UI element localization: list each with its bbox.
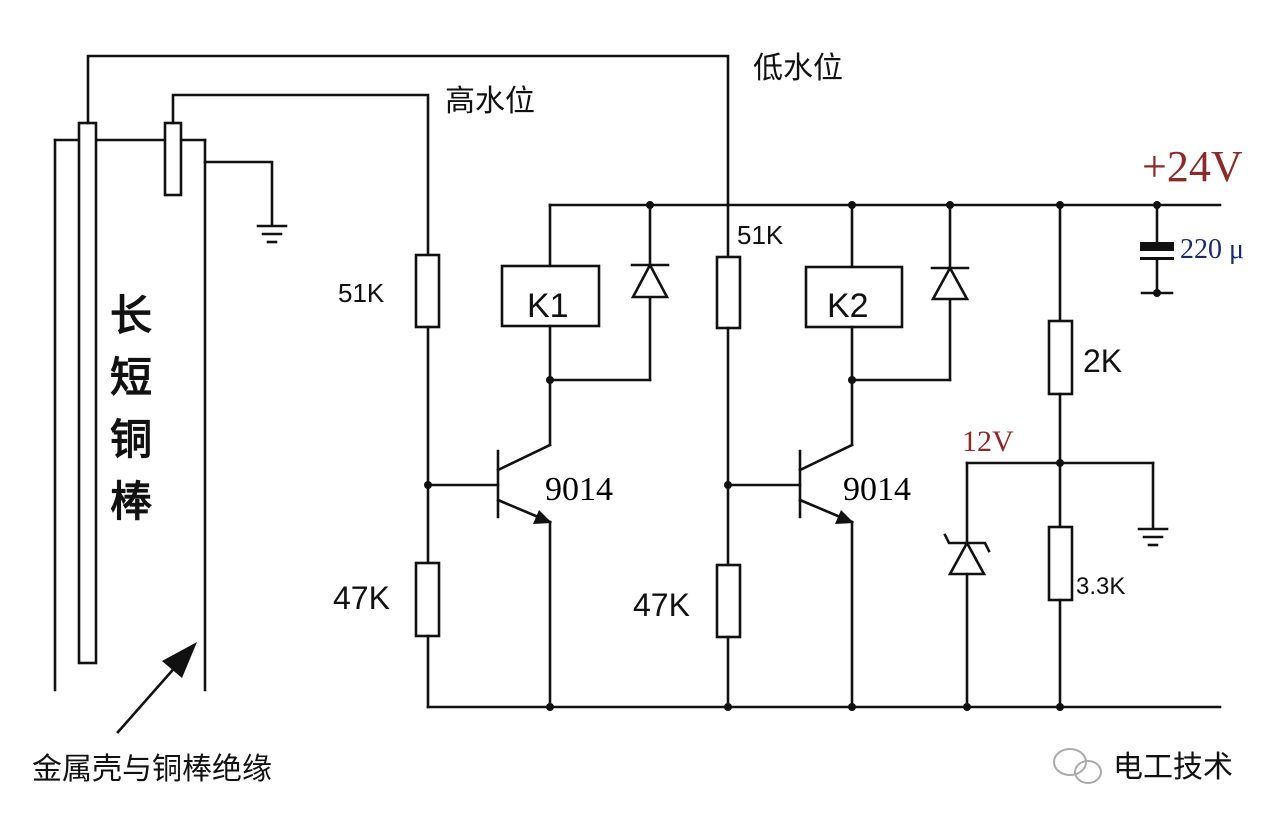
junction-dot — [1153, 289, 1161, 297]
probe-assembly — [53, 121, 288, 734]
short-copper-rod — [163, 121, 183, 197]
supply-voltage-label: +24V — [1142, 142, 1243, 191]
resistor-51k-1 — [414, 253, 441, 329]
junction-dot — [848, 376, 856, 384]
transistor-2-label: 9014 — [843, 471, 911, 508]
resistor-51k-1-label: 51K — [338, 278, 385, 308]
junction-dot — [546, 703, 554, 711]
resistor-2k-label: 2K — [1083, 343, 1122, 379]
capacitor-label: 220 μ — [1180, 234, 1244, 265]
regulator-ground-icon — [1137, 527, 1169, 547]
resistor-51k-2 — [715, 255, 742, 330]
rods-label-1: 长 — [110, 291, 152, 340]
transistor-9014-2-icon — [798, 443, 854, 709]
flyback-diode-2-icon — [930, 265, 970, 301]
shell-ground-wire — [203, 160, 274, 227]
stage-2 — [715, 201, 970, 711]
stage-1 — [414, 201, 670, 711]
transistor-9014-1-icon — [496, 443, 552, 709]
resistor-47k-1-label: 47K — [333, 580, 390, 616]
resistor-47k-1 — [414, 561, 441, 638]
junction-dot — [724, 481, 732, 489]
regulator — [943, 201, 1174, 711]
low-level-wire — [86, 54, 730, 207]
shell-ground-icon — [256, 224, 288, 244]
relay-k1-label: K1 — [527, 287, 569, 325]
rods-label-2: 短 — [110, 353, 152, 402]
watermark-label: 电工技术 — [1113, 750, 1233, 785]
transistor-1-label: 9014 — [545, 471, 613, 508]
zener-diode-icon — [943, 533, 991, 576]
resistor-47k-2 — [715, 563, 742, 639]
zener-voltage-label: 12V — [962, 425, 1014, 458]
high-level-label: 高水位 — [445, 84, 535, 119]
rods-label-4: 棒 — [110, 477, 153, 526]
junction-dot — [848, 201, 856, 209]
junction-dot — [724, 703, 732, 711]
resistor-2k — [1047, 319, 1074, 396]
rods-label-3: 铜 — [110, 415, 152, 464]
junction-dot — [646, 201, 654, 209]
junction-dot — [1056, 201, 1064, 209]
long-copper-rod — [77, 121, 98, 665]
relay-k1 — [500, 264, 601, 328]
resistor-3-3k-label: 3.3K — [1076, 573, 1125, 600]
junction-dot — [1153, 201, 1161, 209]
resistor-3-3k — [1047, 525, 1074, 602]
resistor-51k-2-label: 51K — [737, 220, 784, 250]
high-level-wire — [171, 93, 430, 257]
resistor-47k-2-label: 47K — [633, 587, 690, 623]
relay-k2 — [804, 265, 904, 329]
flyback-diode-1-icon — [630, 262, 670, 299]
low-level-label: 低水位 — [753, 51, 843, 86]
junction-dot — [946, 201, 954, 209]
junction-dot — [424, 481, 432, 489]
wechat-icon — [1053, 748, 1102, 784]
junction-dot — [1056, 703, 1064, 711]
arrow-head-icon — [162, 642, 197, 678]
capacitor-icon — [1140, 242, 1174, 260]
junction-dot — [963, 703, 971, 711]
junction-dot — [546, 376, 554, 384]
shell-note-label: 金属壳与铜棒绝缘 — [32, 752, 272, 787]
junction-dot — [848, 703, 856, 711]
relay-k2-label: K2 — [827, 287, 869, 325]
arrow-shaft — [116, 662, 180, 734]
